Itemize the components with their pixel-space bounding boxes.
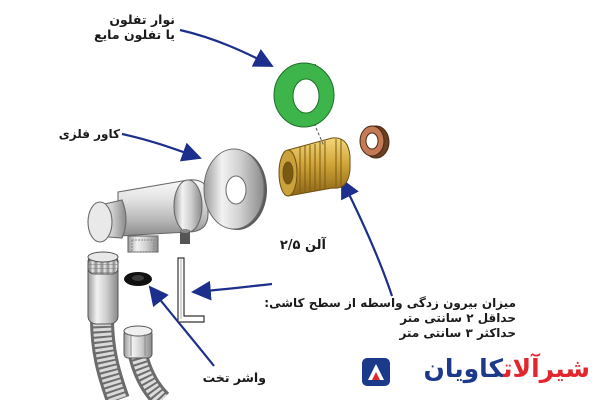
assembly-line <box>315 127 325 147</box>
teflon-ring-icon <box>273 62 335 128</box>
label-allen-key-text: آلن ۲/۵ <box>279 238 326 253</box>
grub-screw-icon <box>180 229 190 244</box>
label-allen-key: آلن ۲/۵ <box>280 238 326 253</box>
flat-washer-icon <box>124 272 152 286</box>
arrow-washer <box>148 285 215 367</box>
label-flat-washer-text: واشر تخت <box>202 370 266 385</box>
label-teflon: نوار تفلون یا تفلون مایع <box>94 12 175 42</box>
valve-body-icon <box>87 179 209 253</box>
brand-name: شیرآلاتکاویان <box>424 354 591 383</box>
allen-key-icon <box>177 257 205 323</box>
arrow-allen-key <box>191 280 273 301</box>
callout-arrows <box>121 28 394 367</box>
arrow-metal-cover <box>121 132 202 162</box>
label-metal-cover: کاور فلزی <box>59 127 120 142</box>
label-teflon-line2: یا تفلون مایع <box>93 27 175 42</box>
label-depth-note-line3: حداکثر ۳ سانتی متر <box>399 326 516 340</box>
metal-cover-icon <box>203 148 267 230</box>
label-depth-note-line2: حداقل ۲ سانتی متر <box>400 311 516 325</box>
label-depth-note: میزان بیرون زدگی واسطه از سطح کاشی: حداق… <box>264 296 516 341</box>
shower-handle-icon <box>87 251 119 325</box>
arrow-teflon <box>179 28 274 67</box>
threaded-cap-icon <box>359 125 390 159</box>
brass-insert-icon <box>278 137 351 197</box>
brand-name-part1: شیرآلات <box>503 353 590 383</box>
brand-logo-icon <box>362 358 390 386</box>
label-teflon-line1: نوار تفلون <box>109 12 175 27</box>
label-flat-washer: واشر تخت <box>203 370 266 385</box>
brand: شیرآلاتکاویان <box>352 346 591 390</box>
hose-nut-icon <box>123 325 153 359</box>
arrow-depth <box>341 178 394 297</box>
label-depth-note-line1: میزان بیرون زدگی واسطه از سطح کاشی: <box>264 296 516 310</box>
brand-name-part2: کاویان <box>423 353 504 383</box>
label-metal-cover-text: کاور فلزی <box>58 127 120 141</box>
